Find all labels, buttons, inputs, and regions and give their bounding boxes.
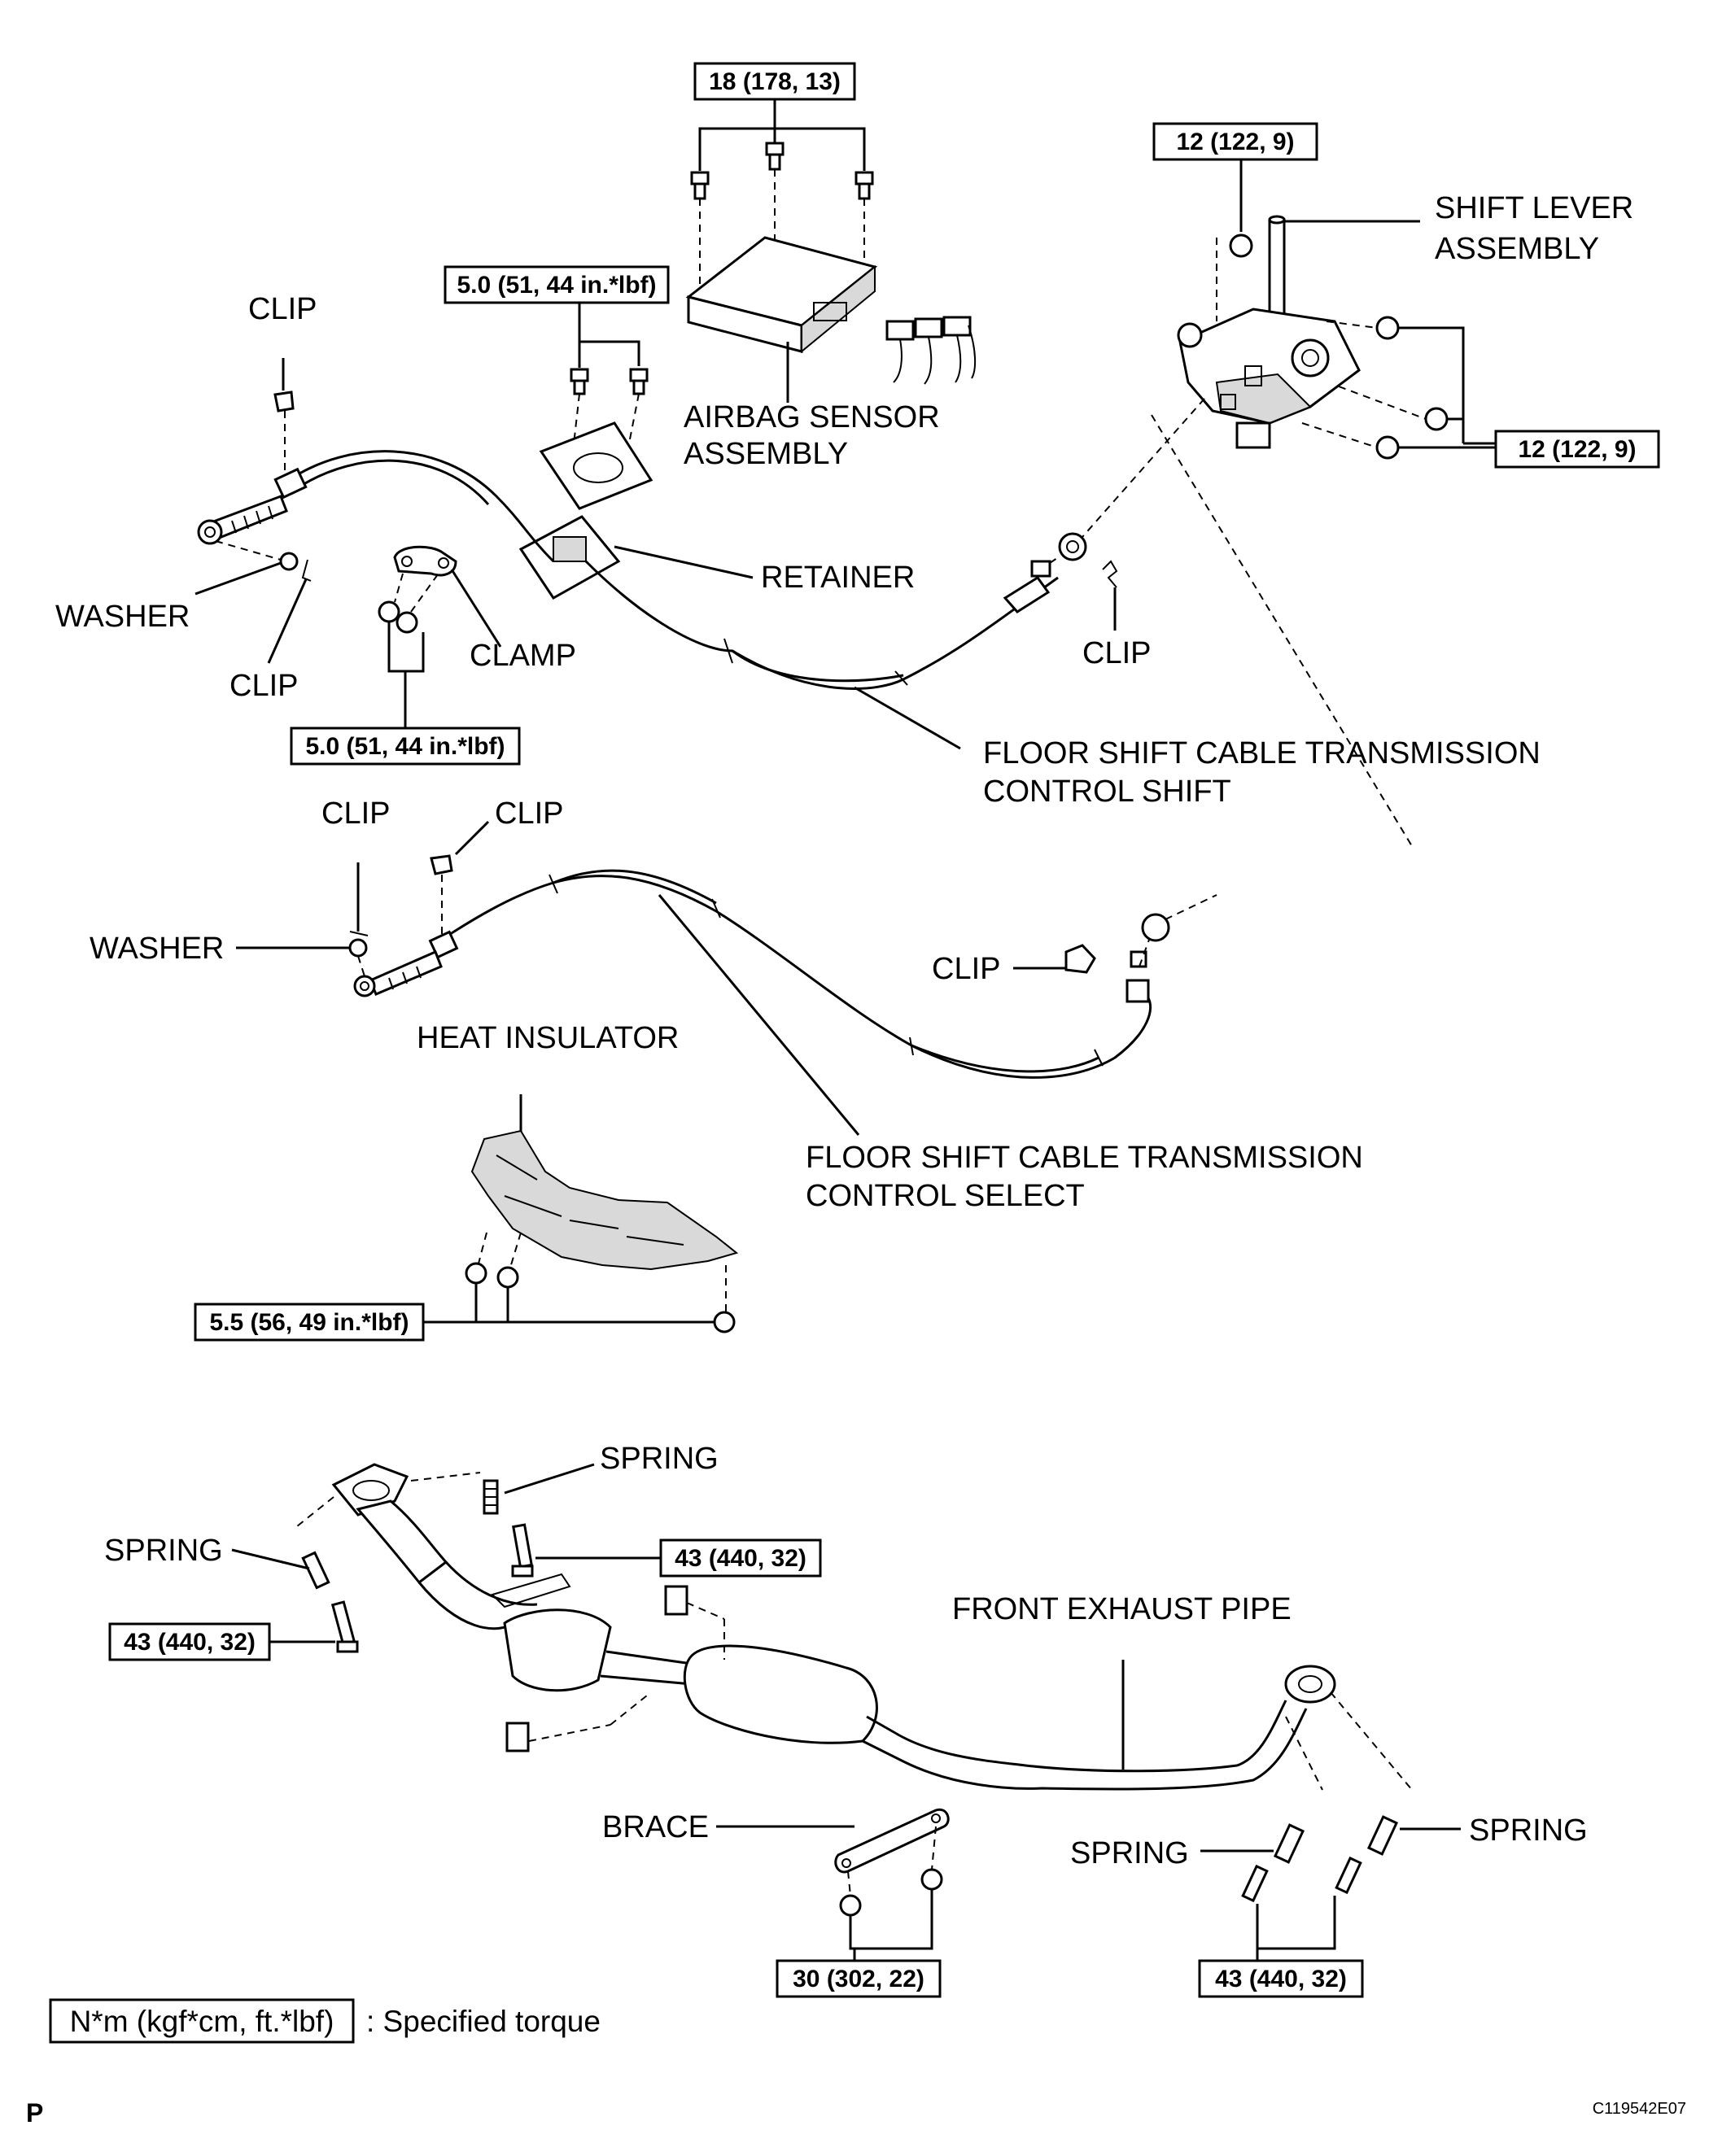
page-letter: P [26, 2098, 43, 2128]
clamp-label: CLAMP [470, 639, 576, 673]
clip-right-top-label: CLIP [1082, 636, 1151, 670]
figure-code: C119542E07 [1593, 2100, 1686, 2118]
torque-insulator: 5.5 (56, 49 in.*lbf) [209, 1309, 409, 1336]
shift-lever-label-1: SHIFT LEVER [1435, 191, 1633, 225]
washer-top-label: WASHER [55, 600, 190, 634]
spring-left-label: SPRING [104, 1534, 223, 1568]
shift-lever-label-2: ASSEMBLY [1435, 232, 1599, 266]
connector-icon [885, 316, 977, 385]
select-cable-section: CLIP CLIP WASHER [90, 796, 1363, 1213]
clip-sel-1-label: CLIP [321, 796, 390, 831]
clip-sel-right-label: CLIP [932, 952, 1000, 986]
torque-lever-right: 12 (122, 9) [1518, 436, 1636, 463]
front-exhaust-label: FRONT EXHAUST PIPE [952, 1592, 1292, 1626]
torque-brace: 30 (302, 22) [793, 1966, 924, 1992]
torque-spring-left: 43 (440, 32) [124, 1629, 256, 1656]
legend-description: : Specified torque [366, 2005, 601, 2038]
torque-legend: N*m (kgf*cm, ft.*lbf) : Specified torque [49, 1998, 601, 2044]
clip-mid-left-label: CLIP [229, 669, 298, 703]
torque-box-lever-top [1152, 122, 1318, 161]
heat-insulator-label: HEAT INSULATOR [417, 1021, 679, 1055]
torque-box-exhaust-rear [1198, 1959, 1364, 1998]
airbag-label-2: ASSEMBLY [684, 437, 848, 471]
retainer-label: RETAINER [761, 561, 915, 595]
torque-box-spring-left [108, 1622, 271, 1661]
select-cable-end-left-icon [353, 930, 459, 997]
brace-icon [834, 1808, 950, 1874]
cable-end-left-icon [197, 467, 308, 545]
spring-br1-label: SPRING [1070, 1836, 1189, 1870]
airbag-sensor-assembly: 18 (178, 13) AIRBAG SENSOR ASSEMBLY [684, 62, 977, 471]
select-cable-label-1: FLOOR SHIFT CABLE TRANSMISSION [806, 1141, 1363, 1175]
torque-box-retainer [444, 265, 670, 304]
front-exhaust-section: SPRING 43 (440, 32) SPRING 43 (440, 32) … [104, 1442, 1588, 1998]
legend-unit: N*m (kgf*cm, ft.*lbf) [70, 2005, 334, 2038]
torque-box-brace [776, 1959, 942, 1998]
shift-cable-label-1: FLOOR SHIFT CABLE TRANSMISSION [983, 736, 1541, 770]
spring-rear-icon [1241, 1815, 1399, 1903]
torque-retainer: 5.0 (51, 44 in.*lbf) [457, 272, 656, 299]
torque-clamp: 5.0 (51, 44 in.*lbf) [305, 733, 505, 760]
airbag-label-1: AIRBAG SENSOR [684, 400, 940, 434]
brace-label: BRACE [602, 1810, 709, 1844]
select-cable-end-right-icon [1125, 913, 1170, 1003]
torque-spring-top: 43 (440, 32) [675, 1545, 806, 1572]
torque-airbag: 18 (178, 13) [709, 68, 841, 95]
cable-end-right-icon [1003, 532, 1087, 613]
torque-box-spring-top [659, 1538, 822, 1578]
spring-left-icon [301, 1551, 359, 1653]
legend-unit-box [49, 1998, 355, 2044]
torque-box-lever-right [1494, 430, 1660, 469]
clip-top-label: CLIP [248, 292, 317, 326]
washer-sel-label: WASHER [90, 932, 224, 966]
spring-top-label: SPRING [600, 1442, 719, 1476]
torque-lever-top: 12 (122, 9) [1176, 129, 1294, 155]
shift-cable-label-2: CONTROL SHIFT [983, 775, 1231, 809]
torque-box-clamp [290, 727, 521, 766]
heat-insulator-section: HEAT INSULATOR 5.5 (56, 49 in.*lbf) [194, 1021, 739, 1342]
torque-exhaust-rear: 43 (440, 32) [1215, 1966, 1347, 1992]
select-cable-label-2: CONTROL SELECT [806, 1179, 1085, 1213]
spring-br2-label: SPRING [1469, 1813, 1588, 1848]
clamp-icon [393, 545, 457, 577]
spring-top-icon [483, 1479, 534, 1578]
torque-box-insulator [194, 1303, 425, 1342]
shift-cable-section: 5.0 (51, 44 in.*lbf) RETAINER CLIP [55, 265, 1541, 809]
clip-sel-2-label: CLIP [495, 796, 563, 831]
shift-lever-assembly: 12 (122, 9) SHIFT LEVER ASSEMBLY 12 (122… [1082, 122, 1660, 847]
